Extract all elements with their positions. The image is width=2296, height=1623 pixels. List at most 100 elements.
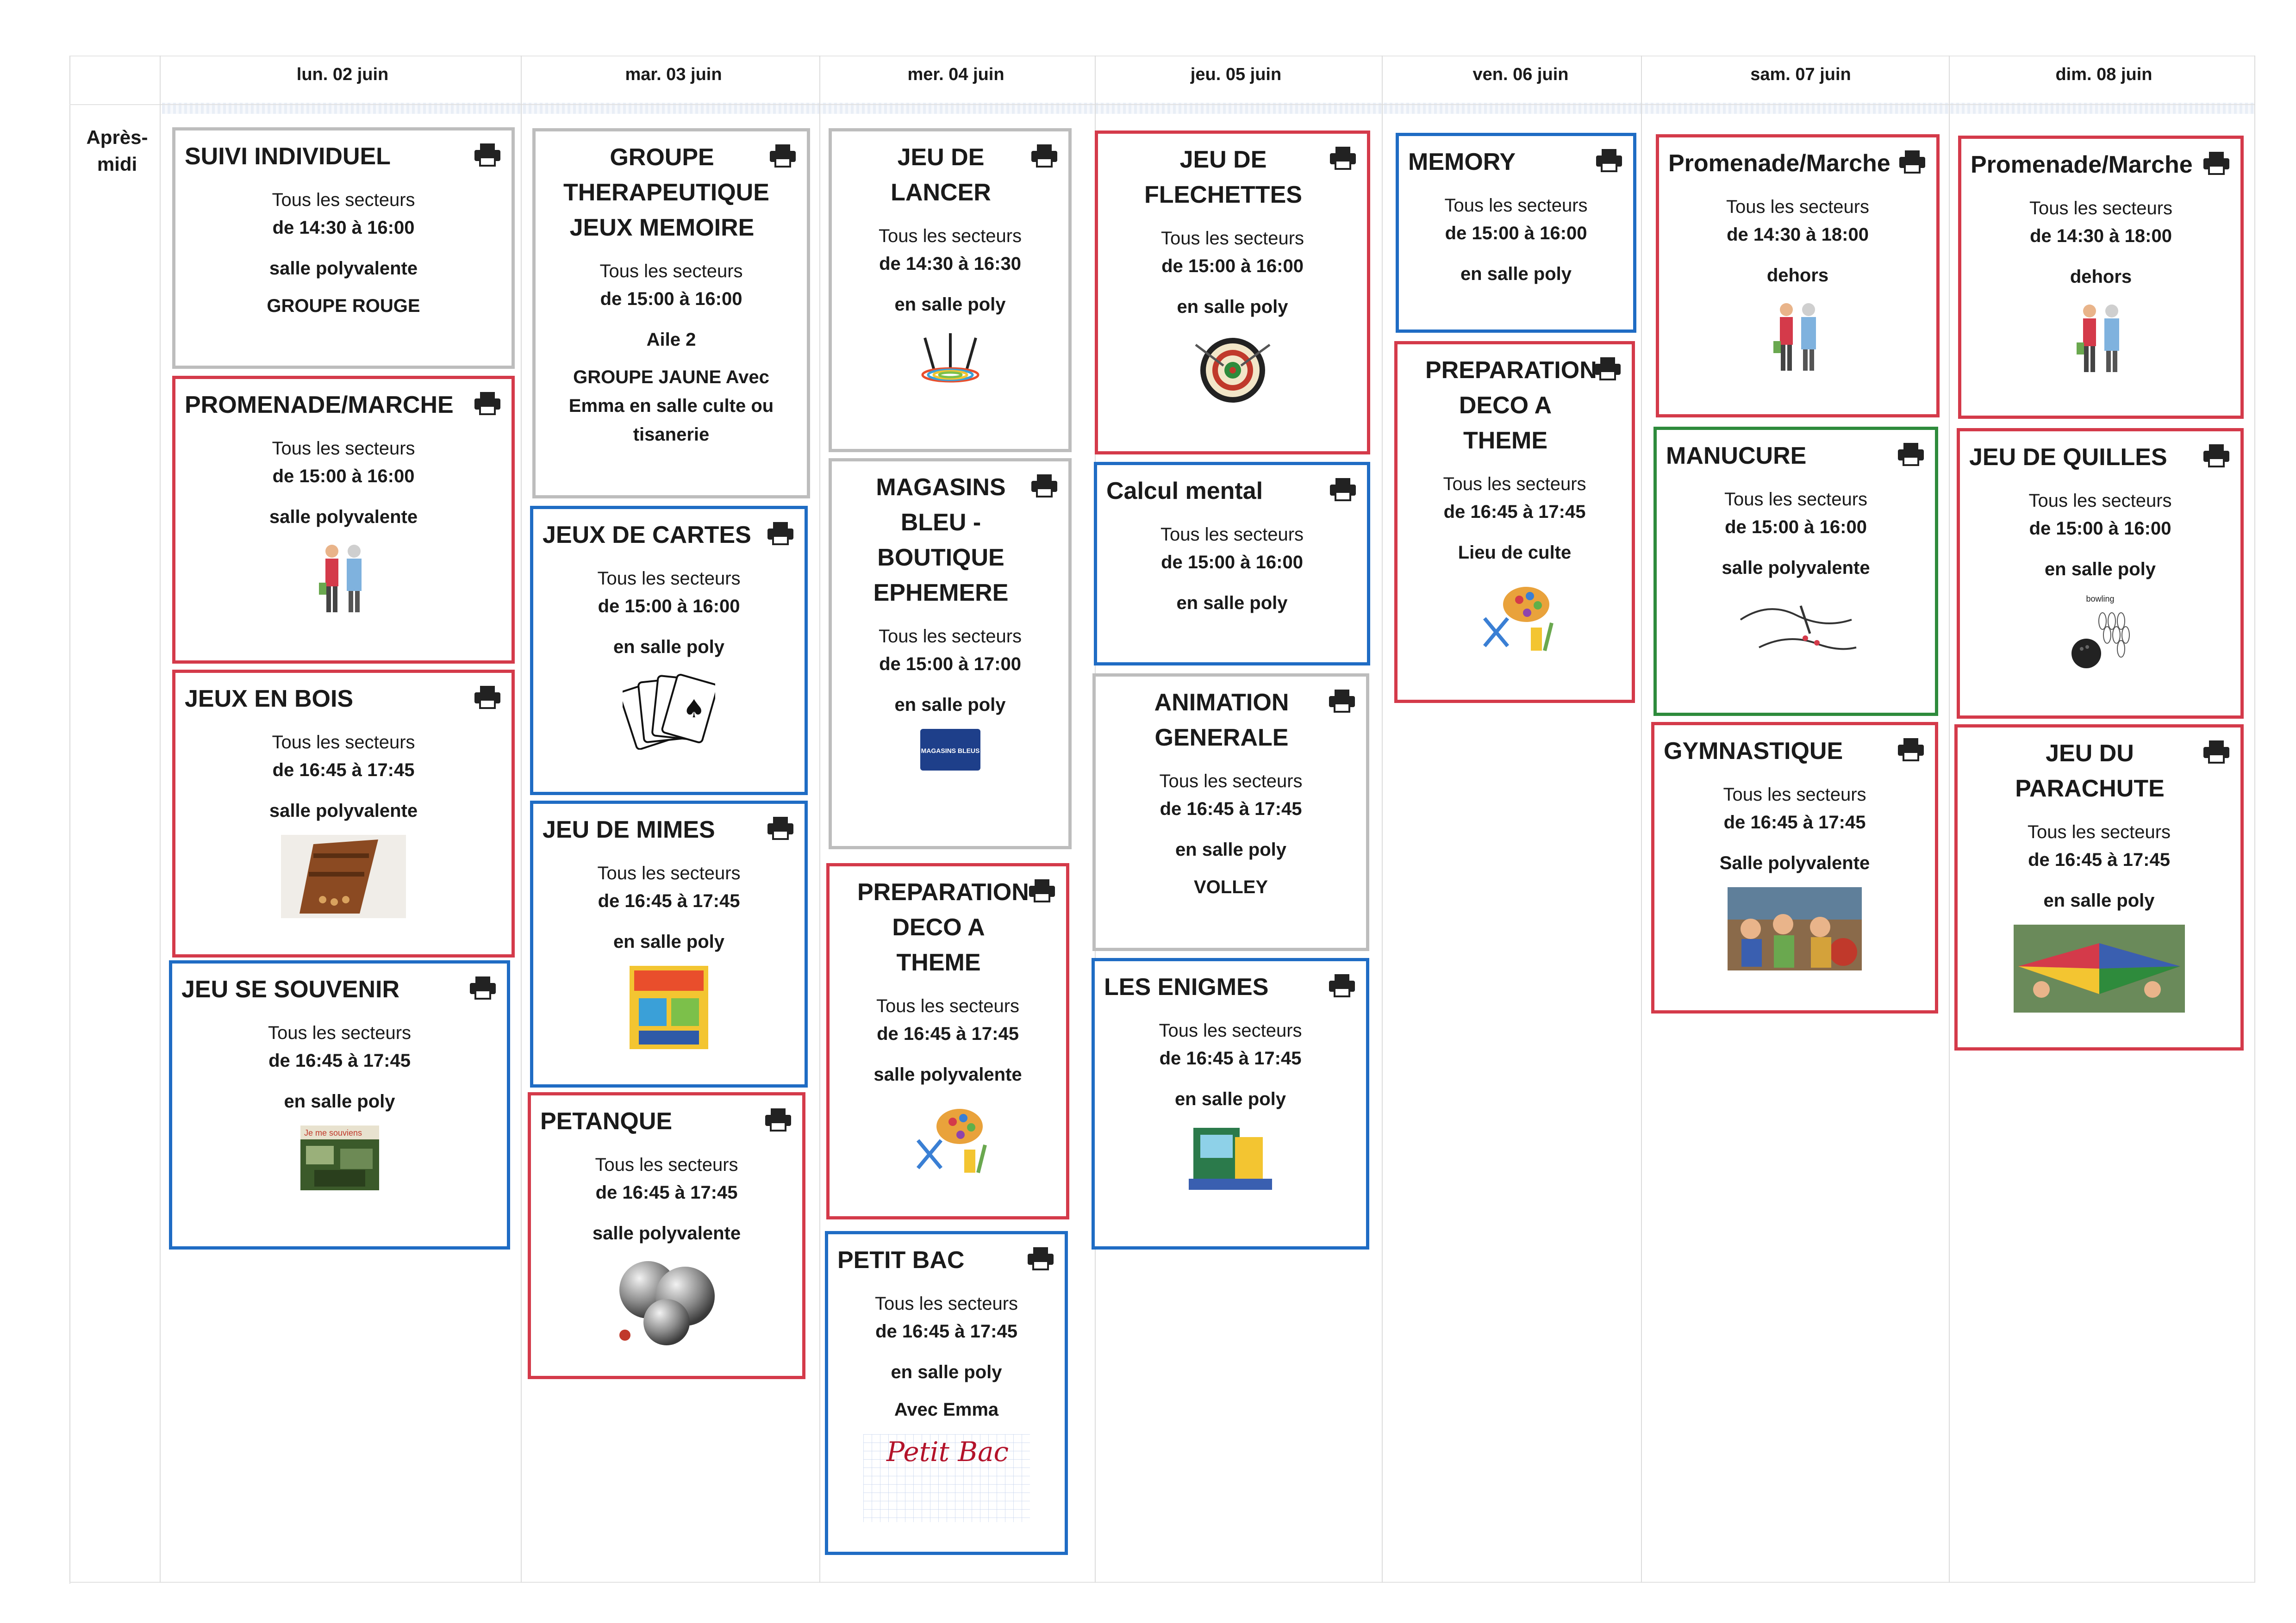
event-room: en salle poly xyxy=(1174,1089,1286,1109)
event-card[interactable]: GROUPE THERAPEUTIQUE JEUX MEMOIRE Tous l… xyxy=(532,128,810,498)
event-card[interactable]: PROMENADE/MARCHE Tous les secteurs de 15… xyxy=(172,376,515,664)
event-card[interactable]: LES ENIGMES Tous les secteurs de 16:45 à… xyxy=(1092,958,1369,1250)
event-card[interactable]: PREPARATION DECO A THEME Tous les secteu… xyxy=(826,863,1069,1219)
event-sectors: Tous les secteurs xyxy=(2029,198,2173,218)
manicure-picture xyxy=(1740,605,1856,650)
printer-icon[interactable] xyxy=(769,143,797,168)
event-room: en salle poly xyxy=(1460,264,1572,284)
calendar-grid xyxy=(69,56,2255,1584)
printer-icon[interactable] xyxy=(767,816,794,840)
event-time: de 15:00 à 16:00 xyxy=(2029,518,2171,539)
event-title: JEU DU PARACHUTE xyxy=(2015,740,2165,802)
printer-icon[interactable] xyxy=(474,685,501,709)
printer-icon[interactable] xyxy=(1027,1246,1054,1270)
event-room: en salle poly xyxy=(613,637,725,657)
bottom-divider xyxy=(69,1582,2254,1583)
event-sectors: Tous les secteurs xyxy=(268,1023,412,1043)
event-card[interactable]: PETIT BAC Tous les secteurs de 16:45 à 1… xyxy=(825,1231,1068,1555)
event-sectors: Tous les secteurs xyxy=(272,732,415,752)
event-card[interactable]: ANIMATION GENERALE Tous les secteurs de … xyxy=(1092,673,1369,951)
event-card[interactable]: SUIVI INDIVIDUEL Tous les secteurs de 14… xyxy=(172,127,515,369)
craft-supplies-picture xyxy=(1483,587,1554,651)
event-card[interactable]: Promenade/Marche Tous les secteurs de 14… xyxy=(1656,134,1940,417)
printer-icon[interactable] xyxy=(1328,973,1356,997)
event-card[interactable]: Calcul mental Tous les secteurs de 15:00… xyxy=(1094,462,1370,665)
event-room: Lieu de culte xyxy=(1458,542,1572,563)
event-room: en salle poly xyxy=(1175,839,1287,860)
event-sectors: Tous les secteurs xyxy=(1443,474,1586,494)
printer-icon[interactable] xyxy=(1595,148,1623,172)
event-title: JEUX DE CARTES xyxy=(543,522,751,548)
event-card[interactable]: MEMORY Tous les secteurs de 15:00 à 16:0… xyxy=(1396,133,1636,333)
event-card[interactable]: JEUX EN BOIS Tous les secteurs de 16:45 … xyxy=(172,670,515,958)
event-card[interactable]: JEU DE MIMES Tous les secteurs de 16:45 … xyxy=(530,801,808,1088)
event-card[interactable]: JEU DU PARACHUTE Tous les secteurs de 16… xyxy=(1954,724,2244,1051)
event-card[interactable]: JEU DE LANCER Tous les secteurs de 14:30… xyxy=(829,128,1072,452)
event-title: PREPARATION DECO A THEME xyxy=(857,879,1029,976)
event-card[interactable]: JEU DE QUILLES Tous les secteurs de 15:0… xyxy=(1957,428,2244,719)
printer-icon[interactable] xyxy=(2202,443,2230,467)
event-time: de 16:45 à 17:45 xyxy=(875,1321,1017,1342)
printer-icon[interactable] xyxy=(2202,740,2230,764)
printer-icon[interactable] xyxy=(1328,689,1356,713)
event-title: PETANQUE xyxy=(540,1108,673,1135)
event-sectors: Tous les secteurs xyxy=(1444,195,1588,216)
svg-text:♠: ♠ xyxy=(683,694,705,723)
event-extra: GROUPE JAUNE Avec Emma en salle culte ou… xyxy=(568,367,774,445)
walking-couple-picture xyxy=(2076,305,2119,372)
event-title: SUIVI INDIVIDUEL xyxy=(185,143,391,170)
printer-icon[interactable] xyxy=(2202,151,2230,175)
printer-icon[interactable] xyxy=(1897,442,1925,466)
event-title: PROMENADE/MARCHE xyxy=(185,392,454,418)
printer-icon[interactable] xyxy=(1594,356,1622,380)
event-title: PREPARATION DECO A THEME xyxy=(1425,357,1597,454)
event-room: en salle poly xyxy=(891,1362,1002,1382)
column-divider xyxy=(1382,56,1383,1583)
day-header-sat: sam. 07 juin xyxy=(1750,65,1851,84)
event-title: GROUPE THERAPEUTIQUE JEUX MEMOIRE xyxy=(563,144,769,241)
printer-icon[interactable] xyxy=(1030,143,1058,168)
event-sectors: Tous les secteurs xyxy=(1160,524,1304,545)
event-card[interactable]: PREPARATION DECO A THEME Tous les secteu… xyxy=(1394,341,1635,703)
event-room: en salle poly xyxy=(613,932,725,952)
printer-icon[interactable] xyxy=(764,1107,792,1132)
event-card[interactable]: MAGASINS BLEU - BOUTIQUE EPHEMERE Tous l… xyxy=(829,458,1072,849)
event-card[interactable]: JEUX DE CARTES Tous les secteurs de 15:0… xyxy=(530,506,808,795)
memory-game-box-picture: Je me souviens xyxy=(300,1126,379,1190)
event-card[interactable]: GYMNASTIQUE Tous les secteurs de 16:45 à… xyxy=(1651,722,1938,1014)
event-card[interactable]: JEU DE FLECHETTES Tous les secteurs de 1… xyxy=(1095,131,1370,454)
event-sectors: Tous les secteurs xyxy=(878,626,1022,647)
printer-icon[interactable] xyxy=(767,521,794,545)
event-card[interactable]: JEU SE SOUVENIR Tous les secteurs de 16:… xyxy=(169,960,510,1250)
printer-icon[interactable] xyxy=(1028,878,1056,902)
printer-icon[interactable] xyxy=(1329,146,1357,170)
printer-icon[interactable] xyxy=(1329,477,1357,501)
event-title: JEU DE MIMES xyxy=(543,816,715,843)
printer-icon[interactable] xyxy=(469,976,497,1000)
printer-icon[interactable] xyxy=(474,143,501,167)
printer-icon[interactable] xyxy=(1030,473,1058,497)
printer-icon[interactable] xyxy=(474,391,501,415)
event-time: de 16:45 à 17:45 xyxy=(877,1024,1019,1044)
printer-icon[interactable] xyxy=(1897,737,1925,761)
event-card[interactable]: MANUCURE Tous les secteurs de 15:00 à 16… xyxy=(1653,427,1938,716)
event-time: de 16:45 à 17:45 xyxy=(598,891,740,911)
printer-icon[interactable] xyxy=(1898,149,1926,174)
column-divider xyxy=(160,56,161,1583)
event-title: Promenade/Marche xyxy=(1971,151,2193,178)
ring-toss-picture xyxy=(921,333,979,383)
event-time: de 15:00 à 16:00 xyxy=(598,596,740,616)
event-time: de 15:00 à 16:00 xyxy=(1161,552,1303,572)
event-sectors: Tous les secteurs xyxy=(597,568,741,589)
event-card[interactable]: Promenade/Marche Tous les secteurs de 14… xyxy=(1958,136,2244,419)
event-card[interactable]: PETANQUE Tous les secteurs de 16:45 à 17… xyxy=(528,1092,805,1379)
event-time: de 16:45 à 17:45 xyxy=(1443,502,1586,522)
event-time: de 16:45 à 17:45 xyxy=(2028,850,2170,870)
event-extra: VOLLEY xyxy=(1193,877,1268,897)
event-extra: GROUPE ROUGE xyxy=(267,296,420,316)
event-title: ANIMATION GENERALE xyxy=(1154,689,1289,751)
event-room: salle polyvalente xyxy=(592,1223,741,1244)
event-title: MEMORY xyxy=(1408,149,1516,175)
event-time: de 15:00 à 16:00 xyxy=(1725,517,1867,537)
event-sectors: Tous les secteurs xyxy=(2027,822,2171,842)
